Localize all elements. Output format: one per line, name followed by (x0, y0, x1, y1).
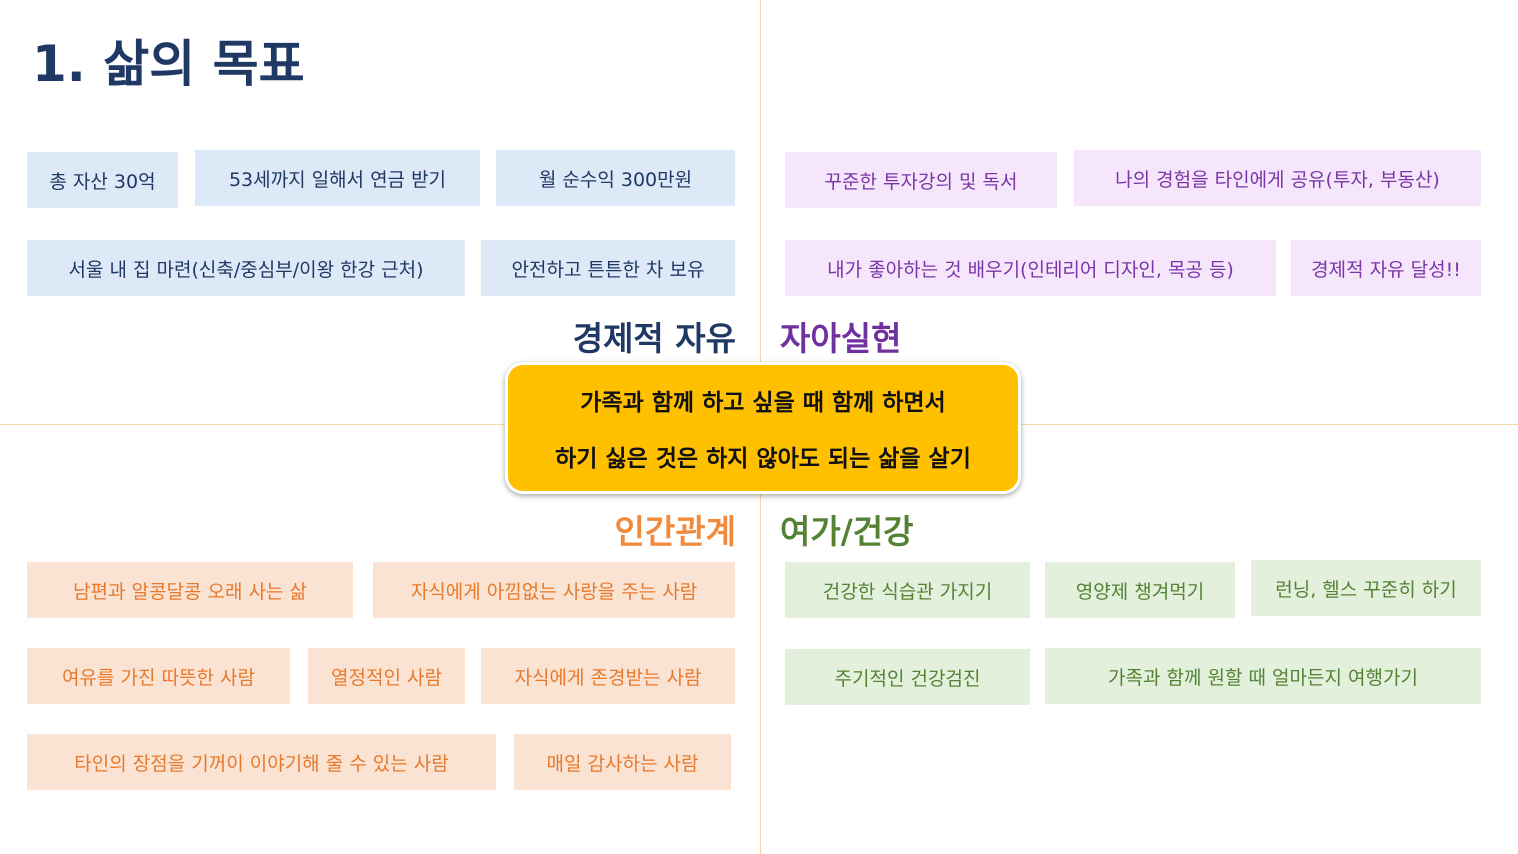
goal-economic: 총 자산 30억 (27, 152, 178, 208)
goal-economic: 안전하고 튼튼한 차 보유 (481, 240, 735, 296)
goal-relations: 자식에게 존경받는 사람 (481, 648, 735, 704)
goal-leisure: 주기적인 건강검진 (785, 649, 1030, 705)
category-self: 자아실현 (780, 319, 902, 358)
goal-relations: 매일 감사하는 사람 (514, 734, 731, 790)
core-goal-line: 하기 싫은 것은 하지 않아도 되는 삶을 살기 (555, 446, 971, 472)
goal-leisure: 런닝, 헬스 꾸준히 하기 (1251, 560, 1481, 616)
goal-self: 경제적 자유 달성!! (1291, 240, 1481, 296)
goal-relations: 타인의 장점을 기꺼이 이야기해 줄 수 있는 사람 (27, 734, 496, 790)
goal-self: 내가 좋아하는 것 배우기(인테리어 디자인, 목공 등) (785, 240, 1276, 296)
goal-self: 나의 경험을 타인에게 공유(투자, 부동산) (1074, 150, 1481, 206)
category-economic: 경제적 자유 (572, 319, 736, 358)
goal-relations: 여유를 가진 따뜻한 사람 (27, 648, 290, 704)
core-goal-line: 가족과 함께 하고 싶을 때 함께 하면서 (580, 390, 946, 416)
goal-leisure: 가족과 함께 원할 때 얼마든지 여행가기 (1045, 648, 1481, 704)
category-relations: 인간관계 (614, 512, 736, 551)
goal-economic: 월 순수익 300만원 (496, 150, 735, 206)
goal-self: 꾸준한 투자강의 및 독서 (785, 152, 1057, 208)
goal-leisure: 건강한 식습관 가지기 (785, 562, 1030, 618)
category-leisure: 여가/건강 (780, 512, 914, 551)
goal-economic: 서울 내 집 마련(신축/중심부/이왕 한강 근처) (27, 240, 465, 296)
core-goal-box: 가족과 함께 하고 싶을 때 함께 하면서 하기 싫은 것은 하지 않아도 되는… (505, 362, 1021, 494)
goal-leisure: 영양제 챙겨먹기 (1045, 562, 1235, 618)
goal-relations: 남편과 알콩달콩 오래 사는 삶 (27, 562, 353, 618)
goal-economic: 53세까지 일해서 연금 받기 (195, 150, 480, 206)
goal-relations: 열정적인 사람 (308, 648, 465, 704)
goal-relations: 자식에게 아낌없는 사랑을 주는 사람 (373, 562, 735, 618)
slide-title: 1. 삶의 목표 (32, 35, 305, 93)
